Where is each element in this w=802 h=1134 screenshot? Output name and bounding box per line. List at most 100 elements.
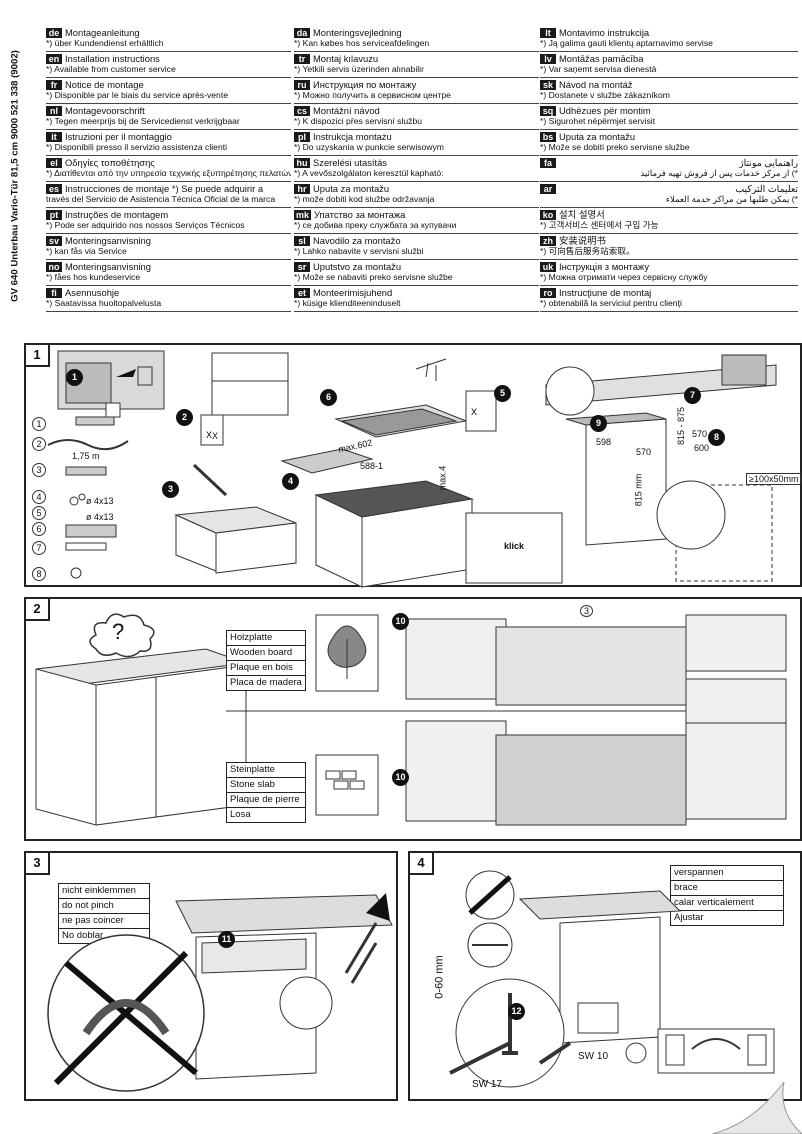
wood-label-fr: Plaque en bois [227,661,305,676]
svg-text:X: X [471,407,477,417]
step-badge-1: 1 [66,369,83,386]
availability-note: *) يمكن طلبها من مراكز خدمة العملاء [665,194,798,204]
language-code: de [46,28,62,38]
language-code: it [46,132,62,142]
step-badge-3: 3 [162,481,179,498]
pinch-warning-labels: nicht einklemmen do not pinch ne pas coi… [58,883,150,944]
wrench-size-17: SW 17 [472,1079,503,1090]
availability-note: *) K dispozici přes servisní službu [294,116,422,126]
language-code: no [46,262,62,272]
availability-note: *) Можна отримати через сервісну службу [540,272,708,282]
dim-588: 588-1 [360,461,384,471]
availability-note: *) fåes hos kundeservice [46,272,141,282]
screw-size-4: ø 4x13 [86,496,114,506]
svg-text:X: X [206,430,212,440]
availability-note: *) Može se dobiti preko servisne službe [540,142,690,152]
language-title: Упатство за монтажа [314,209,406,220]
language-code: bs [540,132,556,142]
language-title: Οδηγίες τοποθέτησης [65,157,155,168]
language-title: Monteerimisjuhend [313,287,393,298]
availability-note: *) Disponibili presso il servizio assist… [46,142,228,152]
wood-board-labels: Holzplatte Wooden board Plaque en bois P… [226,630,306,691]
availability-note: *) Pode ser adquirido nos nossos Serviço… [46,220,245,230]
dim-hole: ≥100x50mm [746,473,802,485]
panel1-illustration: X X [47,350,777,588]
language-code: en [46,54,62,64]
language-code: zh [540,236,556,246]
language-code: uk [540,262,556,272]
step-badge-4: 4 [282,473,299,490]
language-title: Instrukcja montażu [313,131,392,142]
language-code: sr [294,262,310,272]
availability-note: *) kan fås via Service [46,246,127,256]
language-code: ar [540,184,556,194]
language-title: Instruções de montagem [65,209,169,220]
dim-570b: 570 [692,429,708,439]
panel-number: 3 [24,851,50,875]
language-title: Montavimo instrukcija [559,27,650,38]
language-title: Інструкція з монтажу [559,261,650,272]
part-number-4: 4 [32,490,46,504]
language-code: sq [540,106,556,116]
language-title: Monteringsvejledning [313,27,402,38]
stone-label-es: Losa [230,809,251,820]
step-badge-8: 8 [708,429,725,446]
wood-label-es: Placa de madera [230,677,302,688]
availability-note: *) се добива преку службата за купувачи [294,220,457,230]
language-title: Monteringsanvisning [65,235,151,246]
step-badge-10b: 10 [392,769,409,786]
language-code: da [294,28,310,38]
language-code: es [46,184,62,194]
language-code: el [46,158,62,168]
brace-label-es: Ajustar [674,912,704,923]
language-title: Szerelési utasítás [313,157,387,168]
klick-label: klick [504,541,525,551]
availability-note: *) Kan købes hos serviceafdelingen [294,38,430,48]
brace-label-fr: calar verticalement [671,896,783,911]
availability-note: *) Do uzyskania w punkcie serwisowym [294,142,444,152]
availability-note: *) obtenabilă la serviciul pentru clienţ… [540,298,682,308]
language-title: Instrucţiune de montaj [559,287,652,298]
availability-note: *) 可向售后服务站索取。 [540,246,635,256]
step-badge-12: 12 [508,1003,525,1020]
availability-note: *) Saatavissa huoltopalvelusta [46,298,162,308]
availability-note: *) Sigurohet nëpërmjet servisit [540,116,656,126]
language-title: Návod na montáž [559,79,633,90]
stone-label-fr: Plaque de pierre [227,793,305,808]
step-badge-5: 5 [494,385,511,402]
availability-note: *) küsige klienditeeninduselt [294,298,401,308]
language-title: Notice de montage [65,79,144,90]
availability-note: *) može dobiti kod službe održavanja [294,194,435,204]
part-number-5: 5 [32,506,46,520]
availability-note: *) Može se nabaviti preko servisne služb… [294,272,453,282]
language-title: Montagevoorschrift [65,105,145,116]
dim-600: 600 [694,443,710,453]
availability-note: través del Servicio de Asistencia Técnic… [46,194,276,204]
language-title: Montážní návod [313,105,380,116]
language-title: 설치 설명서 [559,209,605,220]
panel-number: 1 [24,343,50,367]
panel4-illustration [449,870,775,1088]
panel-number: 2 [24,597,50,621]
